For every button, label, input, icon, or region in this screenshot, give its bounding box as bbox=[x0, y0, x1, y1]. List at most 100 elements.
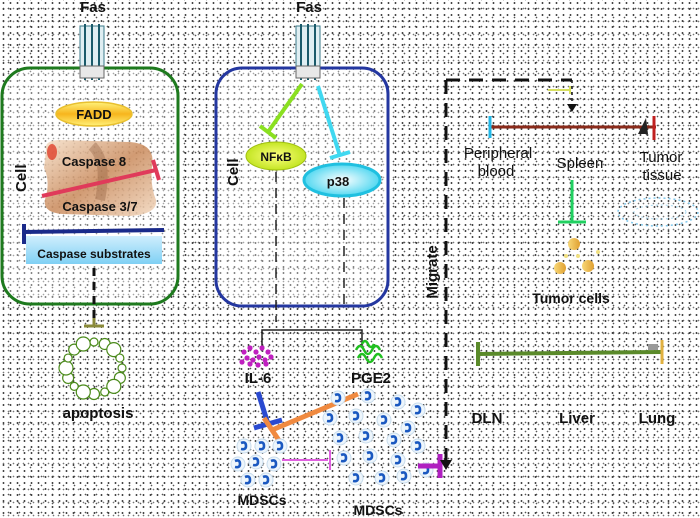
fadd-label: FADD bbox=[76, 107, 111, 122]
dln-label: DLN bbox=[472, 410, 503, 427]
il6-molecule bbox=[239, 359, 245, 365]
tumor-tissue-blob bbox=[617, 197, 699, 227]
mdsc-cell bbox=[258, 472, 274, 488]
fas-to-nfkb-line bbox=[258, 82, 304, 140]
mdsc-group-right bbox=[322, 388, 434, 486]
nfkb-node bbox=[245, 141, 307, 171]
mdsc-cell bbox=[332, 430, 348, 446]
lung-label: Lung bbox=[639, 410, 676, 427]
tumor-cells-label: Tumor cells bbox=[532, 290, 610, 306]
apoptotic-bubble bbox=[89, 337, 99, 347]
mdsc-label-right: MDSCs bbox=[353, 502, 402, 518]
il6-molecule bbox=[255, 362, 261, 368]
apoptotic-bubble bbox=[106, 378, 122, 394]
blood-tumor-bar bbox=[488, 116, 656, 140]
apoptosis-body bbox=[58, 336, 127, 401]
il6-cluster bbox=[239, 345, 274, 368]
caspase-complex bbox=[44, 140, 157, 216]
il6-molecule bbox=[241, 349, 247, 355]
il6-molecule bbox=[268, 354, 274, 360]
pge2-label: PGE2 bbox=[351, 370, 391, 387]
apoptotic-bubble bbox=[100, 387, 110, 397]
apoptosis-pathway-line bbox=[84, 268, 104, 328]
mdsc-cell bbox=[358, 428, 374, 444]
migrate-label: Migrate bbox=[424, 245, 441, 298]
il6-molecule bbox=[247, 361, 253, 367]
mdsc-cell bbox=[390, 394, 406, 410]
cell-label-left: Cell bbox=[13, 164, 30, 192]
mdsc-group-left bbox=[230, 438, 288, 488]
mdsc-cell bbox=[374, 470, 390, 486]
apoptosis-label: apoptosis bbox=[63, 405, 134, 422]
p38-label: p38 bbox=[327, 174, 349, 189]
mdsc-cell bbox=[248, 454, 264, 470]
nfkb-label: NFκB bbox=[260, 150, 292, 164]
caspase8-label: Caspase 8 bbox=[62, 154, 126, 169]
il6-molecule bbox=[253, 349, 259, 355]
il6-molecule bbox=[262, 357, 268, 363]
il6-label: IL-6 bbox=[245, 370, 272, 387]
p38-node bbox=[302, 162, 382, 198]
caspase-inhibition-line bbox=[41, 159, 161, 198]
caspase-substrates-label: Caspase substrates bbox=[37, 247, 151, 261]
spleen-label: Spleen bbox=[557, 155, 604, 172]
tumor-cell-cluster bbox=[554, 238, 600, 274]
peripheral-blood-label-1: Peripheral bbox=[464, 145, 532, 162]
apoptotic-bubble bbox=[117, 363, 127, 373]
il6-molecule bbox=[256, 354, 262, 360]
apoptotic-bubble bbox=[69, 381, 79, 391]
pge2-cluster bbox=[354, 339, 384, 364]
il6-molecule bbox=[247, 345, 253, 351]
mdsc-cell bbox=[348, 408, 364, 424]
spleen-inhibition bbox=[558, 180, 586, 224]
mdsc-mdsc-inhibition bbox=[282, 450, 331, 470]
il6-molecule bbox=[263, 361, 269, 367]
mdsc-migrate-inhibition bbox=[418, 454, 443, 478]
mdsc-cell bbox=[272, 438, 288, 454]
mdsc-cell bbox=[376, 412, 392, 428]
mdsc-cell bbox=[390, 452, 406, 468]
migrate-dashed-frame bbox=[440, 78, 577, 470]
peripheral-blood-label-2: blood bbox=[478, 163, 515, 180]
mdsc-cell bbox=[230, 456, 246, 472]
mdsc-cell bbox=[360, 388, 376, 404]
mdsc-cell bbox=[330, 390, 346, 406]
mdsc-cell bbox=[336, 450, 352, 466]
mdsc-cell bbox=[236, 438, 252, 454]
liver-label: Liver bbox=[559, 410, 595, 427]
mdsc-cell bbox=[254, 438, 270, 454]
mdsc-cell bbox=[240, 472, 256, 488]
mdsc-cell bbox=[386, 432, 402, 448]
caspase-substrates-box bbox=[26, 236, 162, 264]
il6-molecule bbox=[250, 357, 256, 363]
mdsc-cell bbox=[266, 456, 282, 472]
apoptotic-bubble bbox=[106, 342, 122, 358]
apoptotic-bubble bbox=[115, 353, 125, 363]
apoptotic-bubble bbox=[58, 360, 74, 376]
fas-label-middle: Fas bbox=[296, 0, 322, 16]
cell-label-middle: Cell bbox=[225, 158, 242, 186]
tumor-tissue-label-1: Tumor bbox=[640, 149, 683, 166]
secretion-bracket bbox=[261, 329, 363, 346]
apoptotic-bubble bbox=[63, 353, 73, 363]
substrate-inhibition-bar bbox=[22, 224, 165, 244]
il6-molecule bbox=[265, 349, 271, 355]
fadd-node bbox=[55, 101, 133, 127]
caspase37-label: Caspase 3/7 bbox=[62, 199, 137, 214]
il6-molecule bbox=[244, 355, 250, 361]
mdsc-cell bbox=[410, 402, 426, 418]
fas-label-left: Fas bbox=[80, 0, 106, 16]
mdsc-label-left: MDSCs bbox=[237, 492, 286, 508]
il6-molecule bbox=[259, 345, 265, 351]
mdsc-cell bbox=[362, 448, 378, 464]
fas-to-p38-line bbox=[316, 85, 351, 160]
mdsc-cell bbox=[348, 470, 364, 486]
apoptotic-bubble bbox=[75, 384, 91, 400]
fas-receptor-middle bbox=[295, 24, 321, 80]
tumor-tissue-label-2: tissue bbox=[642, 167, 681, 184]
fas-receptor-left bbox=[79, 24, 105, 80]
apoptotic-bubble bbox=[75, 336, 91, 352]
mdsc-cell bbox=[410, 438, 426, 454]
